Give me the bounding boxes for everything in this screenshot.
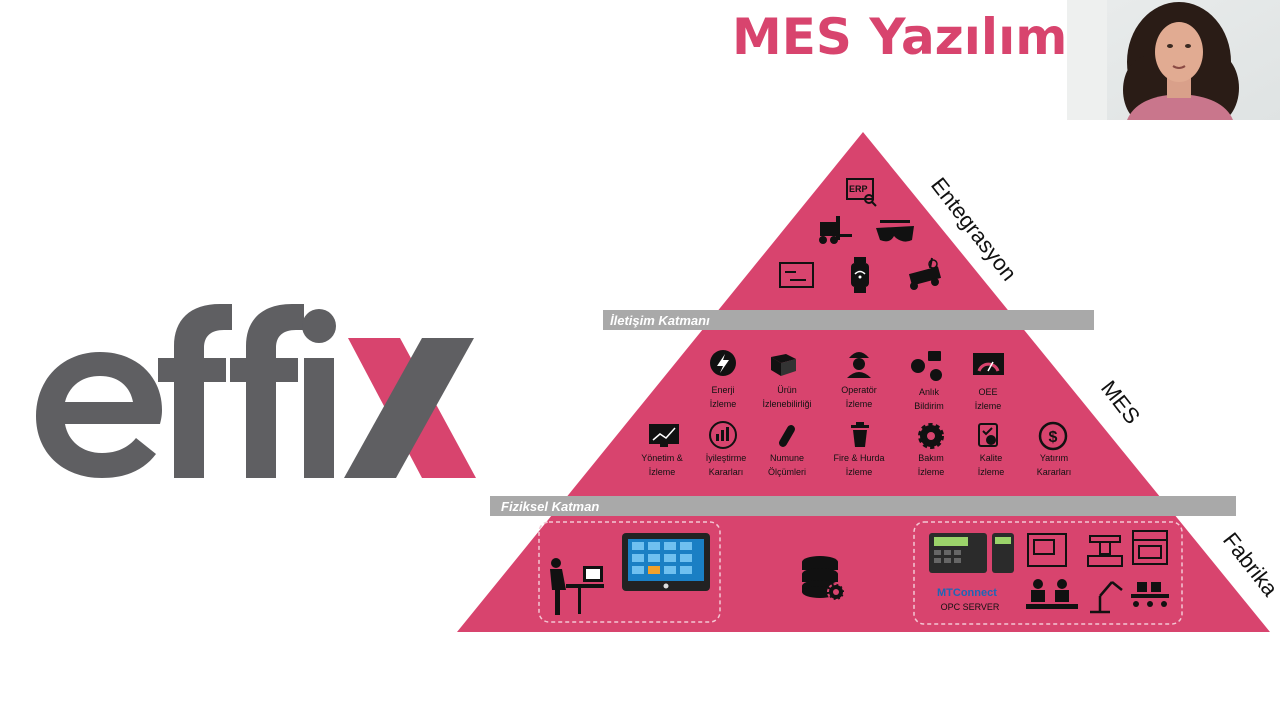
gear-icon bbox=[918, 423, 944, 449]
forklift-icon bbox=[819, 216, 852, 244]
erp-label: ERP bbox=[849, 184, 868, 194]
operator-panel-group bbox=[538, 521, 721, 623]
improvement-icon bbox=[709, 421, 737, 449]
conveyor-icon bbox=[1131, 582, 1169, 607]
mes-item-label: İzleme bbox=[710, 399, 737, 409]
opc-server-label: OPC SERVER bbox=[941, 602, 1000, 612]
cnc-machine-icon bbox=[1027, 533, 1067, 567]
investment-icon: $ bbox=[1038, 421, 1068, 451]
box-icon bbox=[771, 354, 796, 376]
mtconnect-label: MTConnect bbox=[937, 587, 997, 599]
notification-icon bbox=[911, 351, 942, 381]
mes-item-label: Yönetim & bbox=[641, 453, 683, 463]
operator-workstation-icon bbox=[550, 558, 604, 615]
mes-item-label: Bildirim bbox=[914, 401, 944, 411]
mes-item-label: Anlık bbox=[919, 387, 940, 397]
mes-item-label: İzleme bbox=[918, 467, 945, 477]
database-icon bbox=[802, 556, 845, 601]
communication-band-label: İletişim Katmanı bbox=[610, 313, 710, 328]
test-tube-icon bbox=[779, 425, 795, 447]
mes-item-label: İzleme bbox=[846, 399, 873, 409]
mes-item-label: Kararları bbox=[709, 467, 744, 477]
mes-item-label: Ölçümleri bbox=[768, 467, 806, 477]
mes-item-label: Numune bbox=[770, 453, 804, 463]
hmi-tablet-icon bbox=[622, 533, 710, 591]
oven-machine-icon bbox=[1132, 530, 1168, 565]
communication-band bbox=[603, 310, 1094, 330]
trash-icon bbox=[851, 422, 869, 447]
terminal-icon bbox=[779, 262, 814, 288]
mes-item-label: Ürün bbox=[777, 385, 797, 395]
monitor-chart-icon bbox=[649, 424, 679, 447]
mes-item-label: İzleme bbox=[846, 467, 873, 477]
mes-item-label: Yatırım bbox=[1040, 453, 1068, 463]
erp-icon bbox=[846, 178, 877, 207]
lightning-icon bbox=[710, 350, 736, 376]
machines-group bbox=[913, 521, 1183, 625]
smartwatch-icon bbox=[851, 257, 869, 293]
svg-text:$: $ bbox=[1049, 429, 1058, 446]
mes-item-label: Kalite bbox=[980, 453, 1003, 463]
mes-item-label: İzlenebilirliği bbox=[762, 399, 811, 409]
physical-band bbox=[490, 496, 1236, 516]
robot-arm-icon bbox=[1090, 581, 1123, 614]
gauge-icon bbox=[973, 353, 1004, 375]
mes-item-label: Operatör bbox=[841, 385, 877, 395]
assembly-workers-icon bbox=[1026, 579, 1078, 609]
mes-item-label: Kararları bbox=[1037, 467, 1072, 477]
mes-item-label: İyileştirme bbox=[706, 453, 747, 463]
agv-robot-icon bbox=[908, 257, 942, 290]
mes-item-label: İzleme bbox=[975, 401, 1002, 411]
mes-item-label: Fire & Hurda bbox=[833, 453, 884, 463]
physical-band-label: Fiziksel Katman bbox=[501, 499, 599, 514]
mes-item-label: Enerji bbox=[711, 385, 734, 395]
mes-item-label: OEE bbox=[978, 387, 997, 397]
plc-controller-icon bbox=[929, 533, 1014, 573]
mes-item-label: Bakım bbox=[918, 453, 944, 463]
smart-glasses-icon bbox=[876, 220, 914, 242]
mes-item-label: İzleme bbox=[978, 467, 1005, 477]
quality-icon bbox=[978, 423, 998, 447]
mes-item-label: İzleme bbox=[649, 467, 676, 477]
worker-icon bbox=[847, 352, 871, 378]
page-title: MES Yazılım bbox=[732, 8, 1068, 66]
effix-logo: effix bbox=[30, 300, 490, 480]
press-machine-icon bbox=[1087, 535, 1123, 567]
mes-layer-label: MES bbox=[1096, 376, 1145, 429]
webcam-video bbox=[1067, 0, 1280, 120]
